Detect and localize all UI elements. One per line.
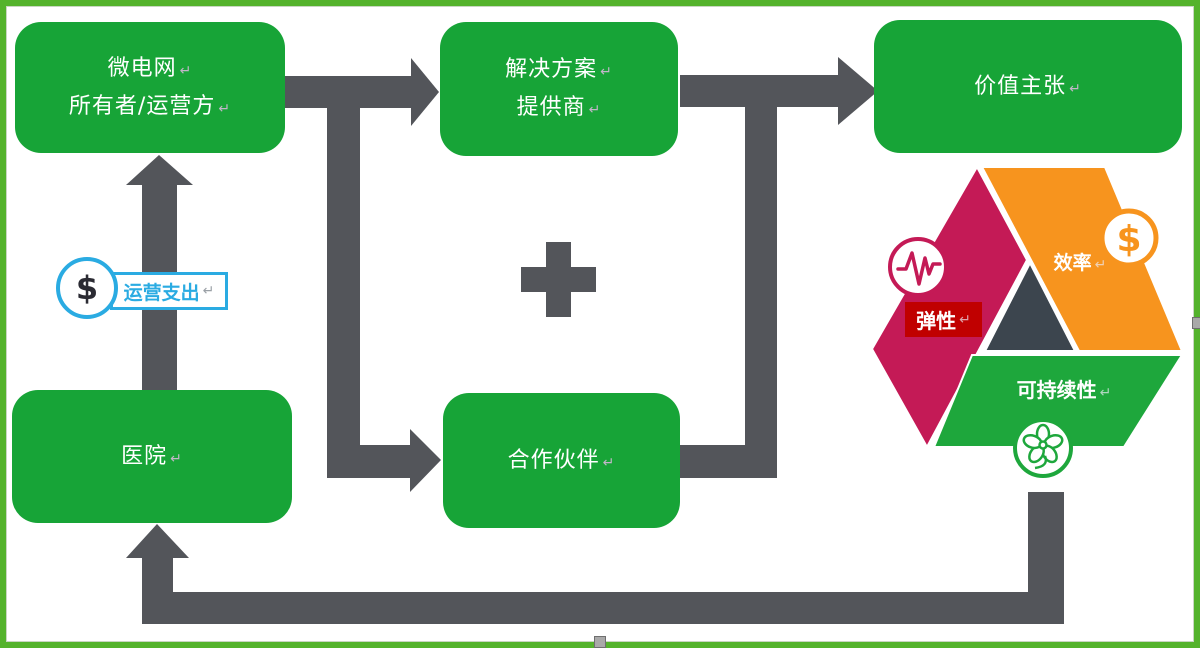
resize-handle-right[interactable] — [1192, 317, 1200, 329]
partners-label: 合作伙伴↵ — [507, 447, 616, 473]
triad-graphic: $ 弹性↵ 效率↵ 可持续性↵ — [872, 163, 1192, 493]
arrow-to-value-head — [838, 57, 878, 125]
return-mark: ↵ — [600, 64, 613, 80]
partners-output-bar — [680, 445, 777, 478]
dollar-glyph: $ — [75, 269, 99, 307]
microgrid-line2: 所有者/运营方↵ — [68, 93, 232, 119]
microgrid-line1: 微电网↵ — [107, 55, 193, 81]
join-vertical-bar — [745, 90, 777, 478]
return-mark: ↵ — [588, 102, 602, 118]
solution-provider-box: 解决方案↵ 提供商↵ — [440, 22, 678, 156]
arrow-feedback-to-hospital-head — [126, 524, 189, 558]
return-mark: ↵ — [602, 454, 616, 471]
return-mark: ↵ — [170, 450, 183, 467]
partners-box: 合作伙伴↵ — [443, 393, 680, 528]
hospital-box: 医院↵ — [12, 390, 292, 523]
pulse-circle-icon — [888, 237, 948, 297]
feedback-bottom-bar — [142, 592, 1064, 624]
opex-label: 运营支出 — [123, 281, 200, 304]
arrow-hospital-to-microgrid-head — [126, 155, 193, 185]
resilience-label-box: 弹性↵ — [905, 302, 982, 337]
return-mark: ↵ — [959, 311, 971, 328]
flower-icon — [1022, 423, 1064, 470]
resize-handle-bottom[interactable] — [594, 636, 606, 648]
arrow-to-partners-head — [410, 429, 441, 492]
feedback-riser-bar — [142, 556, 173, 596]
return-mark: ↵ — [1094, 257, 1107, 273]
plus-icon — [546, 242, 571, 317]
return-mark: ↵ — [202, 283, 215, 299]
center-triangle — [983, 260, 1077, 352]
dollar-circle-icon — [1099, 208, 1159, 268]
opex-label-box: 运营支出↵ — [110, 272, 228, 310]
solution-line2: 提供商↵ — [516, 95, 602, 120]
return-mark: ↵ — [1069, 80, 1082, 97]
branch-down-bar — [327, 90, 360, 478]
return-mark: ↵ — [179, 62, 193, 79]
arrow-microgrid-to-solution-head — [411, 58, 439, 126]
value-proposition-label: 价值主张↵ — [974, 73, 1082, 99]
branch-to-partners-bar — [327, 445, 412, 478]
return-mark: ↵ — [218, 100, 232, 117]
sustainability-parallelogram — [932, 354, 1184, 448]
value-proposition-box: 价值主张↵ — [874, 20, 1182, 153]
efficiency-parallelogram — [980, 166, 1184, 352]
solution-line1: 解决方案↵ — [505, 57, 613, 82]
pulse-icon — [896, 251, 942, 286]
dollar-circle-icon: $ — [56, 257, 118, 319]
efficiency-label: 效率↵ — [1053, 252, 1107, 274]
return-mark: ↵ — [1099, 385, 1112, 401]
microgrid-owner-box: 微电网↵ 所有者/运营方↵ — [15, 22, 285, 153]
hospital-label: 医院↵ — [121, 443, 183, 469]
dollar-glyph: $ — [1116, 219, 1141, 260]
resilience-label: 弹性 — [916, 309, 957, 333]
sustainability-label: 可持续性↵ — [1016, 378, 1112, 402]
